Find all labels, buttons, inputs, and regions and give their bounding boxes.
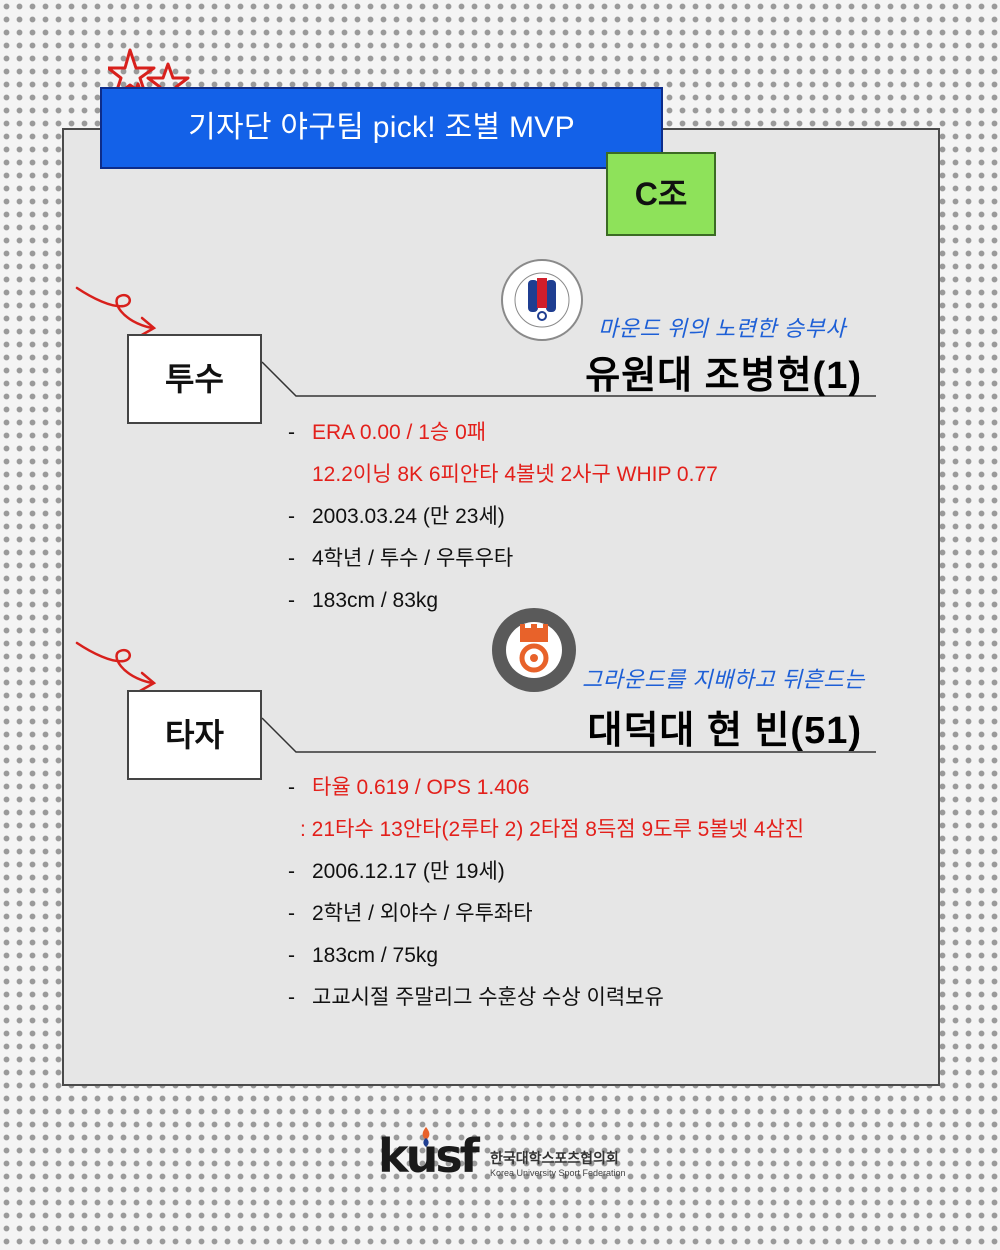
pitcher-info-list: -ERA 0.00 / 1승 0패 12.2이닝 8K 6피안타 4볼넷 2사구… bbox=[288, 412, 718, 622]
list-item: 12.2이닝 8K 6피안타 4볼넷 2사구 WHIP 0.77 bbox=[312, 463, 718, 486]
list-item: -2003.03.24 (만 23세) bbox=[288, 505, 505, 528]
pitcher-slogan: 마운드 위의 노련한 승부사 bbox=[598, 316, 846, 341]
org-name-english: Korea University Sport Federation bbox=[490, 1168, 626, 1178]
pitcher-name: 유원대 조병현(1) bbox=[585, 355, 862, 397]
position-box-batter: 타자 bbox=[127, 690, 262, 780]
list-item: -183cm / 75kg bbox=[288, 944, 439, 967]
daeduk-university-logo bbox=[492, 608, 576, 692]
torch-icon bbox=[422, 1127, 430, 1147]
batter-name: 대덕대 현 빈(51) bbox=[587, 710, 862, 752]
org-name-korean: 한국대학스포츠협의회 bbox=[490, 1150, 619, 1166]
section-divider-pitcher bbox=[262, 361, 876, 397]
red-arrow-doodle bbox=[75, 286, 157, 338]
red-arrow-doodle bbox=[75, 641, 157, 693]
list-item: -ERA 0.00 / 1승 0패 bbox=[288, 421, 487, 444]
batter-info-list: -타율 0.619 / OPS 1.406 : 21타수 13안타(2루타 2)… bbox=[288, 767, 804, 1019]
list-item: -2학년 / 외야수 / 우투좌타 bbox=[288, 902, 533, 925]
yuwon-university-logo bbox=[501, 259, 583, 341]
list-item: -타율 0.619 / OPS 1.406 bbox=[288, 776, 530, 799]
group-badge: C조 bbox=[606, 152, 716, 236]
list-item: -고교시절 주말리그 수훈상 수상 이력보유 bbox=[288, 986, 664, 1009]
list-item: : 21타수 13안타(2루타 2) 2타점 8득점 9도루 5볼넷 4삼진 bbox=[300, 818, 805, 841]
section-divider-batter bbox=[262, 717, 876, 753]
kusf-logo: kusf 한국대학스포츠협의회 Korea University Sport F… bbox=[378, 1127, 628, 1188]
list-item: -2006.12.17 (만 19세) bbox=[288, 860, 505, 883]
list-item: -183cm / 83kg bbox=[288, 589, 439, 612]
batter-slogan: 그라운드를 지배하고 뒤흔드는 bbox=[582, 667, 865, 692]
list-item: -4학년 / 투수 / 우투우타 bbox=[288, 547, 514, 570]
position-box-pitcher: 투수 bbox=[127, 334, 262, 424]
page-title: 기자단 야구팀 pick! 조별 MVP bbox=[100, 87, 663, 169]
kusf-wordmark: kusf bbox=[378, 1129, 480, 1183]
content-panel bbox=[62, 128, 940, 1086]
